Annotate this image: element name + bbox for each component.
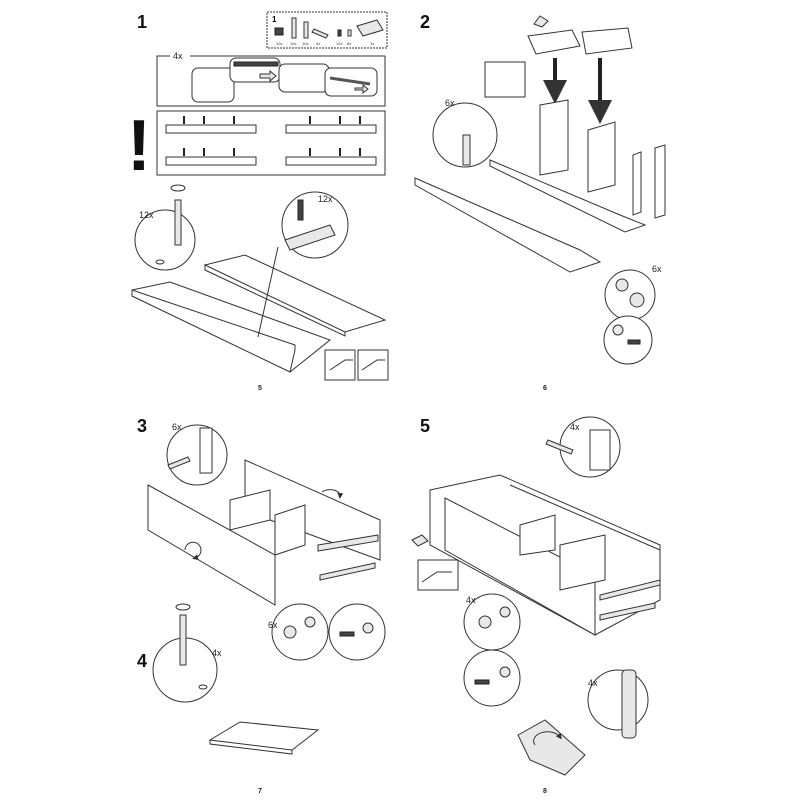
parts-box: 1 10x 10x 10x 4x 12x 8x 1x xyxy=(266,11,388,49)
dowel-quantity: 6x xyxy=(445,98,455,108)
page-number: 8 xyxy=(543,788,547,795)
part-qty: 1x xyxy=(370,41,374,46)
rail-quantity: 4x xyxy=(173,51,183,61)
step-4-panel: 4 4x 7 xyxy=(137,603,320,795)
dowel-icon xyxy=(179,614,187,666)
page-number: 6 xyxy=(543,385,547,392)
step-number: 5 xyxy=(420,416,430,436)
part-qty: 10x xyxy=(276,41,282,46)
dowel-quantity: 4x xyxy=(212,648,222,658)
parts-box-title: 1 xyxy=(272,15,277,24)
hand-icon xyxy=(411,534,429,547)
dowel-icon xyxy=(167,456,191,470)
step-number: 1 xyxy=(137,12,147,32)
cam-quantity: 12x xyxy=(318,194,333,204)
dowel-icon xyxy=(545,439,574,455)
step-3-panel: 3 6x 6x xyxy=(137,416,386,661)
rotate-arrow-icon xyxy=(184,541,202,561)
dowel-quantity: 12x xyxy=(139,210,154,220)
hand-icon xyxy=(533,15,549,28)
dowel-icon xyxy=(462,134,471,166)
cam-quantity: 6x xyxy=(268,620,278,630)
cam-lock-icon xyxy=(274,27,284,36)
part-qty: 4x xyxy=(316,41,320,46)
rotate-arrow-icon xyxy=(175,603,191,611)
back-panel xyxy=(527,29,581,55)
step-1-panel: 1 1 10x 10x 10x 4x 12x 8x 1x 4x xyxy=(127,11,389,392)
screw-icon xyxy=(337,29,342,37)
part-qty: 10x xyxy=(290,41,296,46)
page-number: 5 xyxy=(258,385,262,392)
rail-detail xyxy=(517,719,586,776)
dowel-quantity: 6x xyxy=(172,422,182,432)
rotate-arrow-icon xyxy=(170,184,186,192)
part-qty: 10x xyxy=(302,41,308,46)
part-qty: 8x xyxy=(347,41,351,46)
hardware-bag-icon xyxy=(356,19,384,37)
step-1-boards: 12x 12x xyxy=(131,184,389,381)
back-panel xyxy=(581,27,633,55)
rotate-arrow-icon xyxy=(321,489,344,499)
cam-quantity: 6x xyxy=(652,264,662,274)
step-5-panel: 5 4x 4x 4x 8 xyxy=(411,416,661,795)
dowel-icon xyxy=(174,199,182,246)
handle-quantity: 4x xyxy=(588,678,598,688)
rail-assembly-box: 4x xyxy=(156,51,386,107)
dowel-icon xyxy=(291,17,297,39)
step-number: 2 xyxy=(420,12,430,32)
dowel-quantity: 4x xyxy=(570,422,580,432)
warning-icon: ! xyxy=(127,106,151,186)
step-number: 3 xyxy=(137,416,147,436)
dowel-icon xyxy=(303,21,309,39)
page-number: 7 xyxy=(258,788,262,795)
cam-quantity: 4x xyxy=(466,595,476,605)
part-qty: 12x xyxy=(336,41,342,46)
step-2-panel: 2 6x 6x 6 xyxy=(414,12,666,392)
bolt-icon xyxy=(347,29,352,37)
rail-icon xyxy=(311,28,329,39)
step-number: 4 xyxy=(137,651,147,671)
warning-section: ! xyxy=(127,106,386,186)
